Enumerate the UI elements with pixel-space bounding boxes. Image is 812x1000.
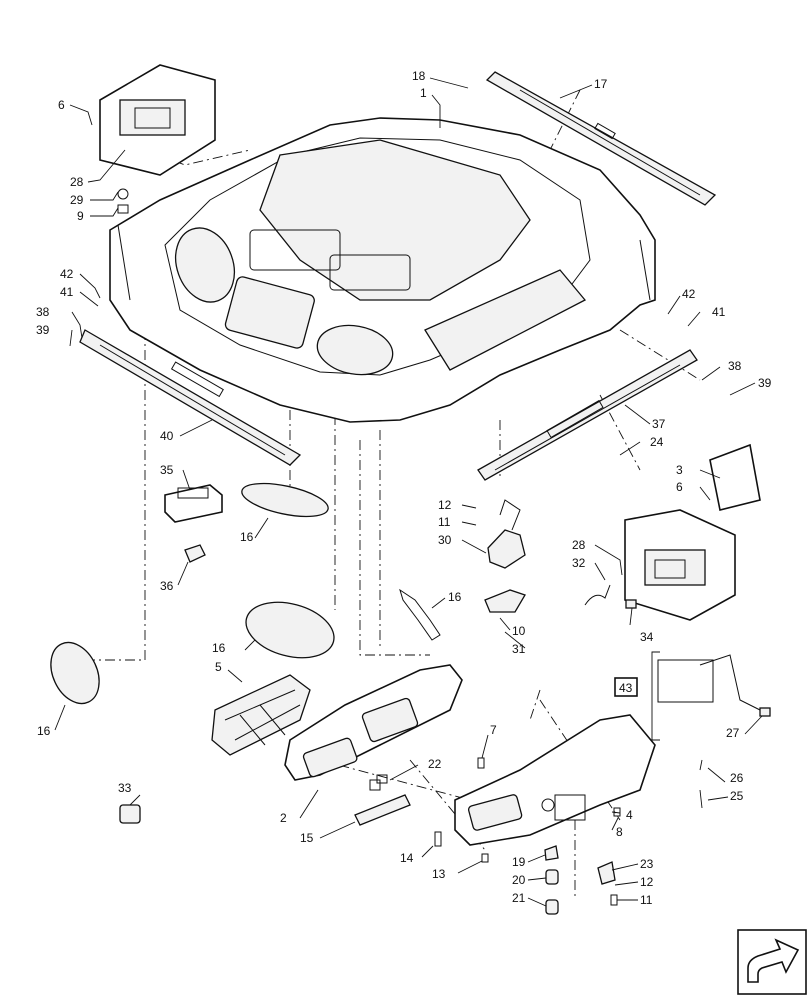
duct-bracket-left <box>99 64 216 214</box>
callout-36: 36 <box>160 579 174 593</box>
padded-cover-5 <box>211 674 311 756</box>
callout-20: 20 <box>512 873 526 887</box>
callout-41-right: 41 <box>712 305 726 319</box>
callout-17: 17 <box>594 77 608 91</box>
callout-4: 4 <box>626 808 633 822</box>
overhead-console-2 <box>284 664 463 791</box>
callout-14: 14 <box>400 851 414 865</box>
lens-cover-16b <box>245 601 335 659</box>
callout-40: 40 <box>160 429 174 443</box>
lens-cover-16a <box>241 482 329 518</box>
callout-41-left: 41 <box>60 285 74 299</box>
seal-16d <box>399 588 441 641</box>
cover-plate-3 <box>709 443 761 511</box>
callout-2: 2 <box>280 811 287 825</box>
callout-6-right: 6 <box>676 480 683 494</box>
callout-28-left: 28 <box>70 175 84 189</box>
trim-rail-17 <box>485 71 717 206</box>
callout-30: 30 <box>438 533 452 547</box>
callout-11-top: 11 <box>438 515 451 529</box>
callout-22: 22 <box>428 757 442 771</box>
lens-cover-16c <box>50 641 100 705</box>
callout-10: 10 <box>512 624 526 638</box>
callout-1: 1 <box>420 86 427 100</box>
callout-33: 33 <box>118 781 132 795</box>
callout-11-bottom: 11 <box>640 893 653 907</box>
callout-12-bottom: 12 <box>640 875 654 889</box>
callout-39-left: 39 <box>36 323 50 337</box>
light-bulb <box>184 544 206 563</box>
callout-3: 3 <box>676 463 683 477</box>
callout-35: 35 <box>160 463 174 477</box>
dome-light-housing <box>164 484 223 523</box>
vent-ring-10 <box>484 589 526 613</box>
callout-39-right: 39 <box>758 376 772 390</box>
callout-27: 27 <box>726 726 740 740</box>
callout-26: 26 <box>730 771 744 785</box>
callout-21: 21 <box>512 891 526 905</box>
overhead-console-4 <box>454 714 656 846</box>
callout-32: 32 <box>572 556 586 570</box>
next-page-arrow-icon[interactable] <box>737 929 807 995</box>
callout-15: 15 <box>300 831 314 845</box>
callout-16-lens-small: 16 <box>240 530 254 544</box>
leader-lines <box>54 77 763 907</box>
callout-38-left: 38 <box>36 305 50 319</box>
callout-43: 43 <box>619 681 633 695</box>
vent-assembly-30 <box>487 499 526 569</box>
trim-rail-37 <box>477 349 698 481</box>
callout-42-right: 42 <box>682 287 696 301</box>
callout-19: 19 <box>512 855 526 869</box>
callout-7: 7 <box>490 723 497 737</box>
callout-31: 31 <box>512 642 526 656</box>
callout-5: 5 <box>215 660 222 674</box>
callout-9: 9 <box>77 209 84 223</box>
callout-6-top: 6 <box>58 98 65 112</box>
callout-34: 34 <box>640 630 654 644</box>
headliner-panel <box>109 117 656 423</box>
callout-28-right: 28 <box>572 538 586 552</box>
callout-labels: 1 18 17 6 28 29 9 42 41 38 39 40 42 41 3… <box>36 69 772 907</box>
callout-bracket-43 <box>614 651 660 741</box>
callout-24: 24 <box>650 435 664 449</box>
fastener-hardware <box>119 584 771 915</box>
callout-12-top: 12 <box>438 498 452 512</box>
callout-16-seal: 16 <box>448 590 462 604</box>
callout-29: 29 <box>70 193 84 207</box>
callout-25: 25 <box>730 789 744 803</box>
callout-38-right: 38 <box>728 359 742 373</box>
callout-16-lens-left: 16 <box>37 724 51 738</box>
callout-42-left: 42 <box>60 267 74 281</box>
label-plate-15 <box>354 794 411 826</box>
callout-18: 18 <box>412 69 426 83</box>
callout-8: 8 <box>616 825 623 839</box>
callout-13: 13 <box>432 867 446 881</box>
duct-bracket-right <box>624 509 736 621</box>
callout-37: 37 <box>652 417 666 431</box>
callout-23: 23 <box>640 857 654 871</box>
callout-16-lens-oval: 16 <box>212 641 226 655</box>
